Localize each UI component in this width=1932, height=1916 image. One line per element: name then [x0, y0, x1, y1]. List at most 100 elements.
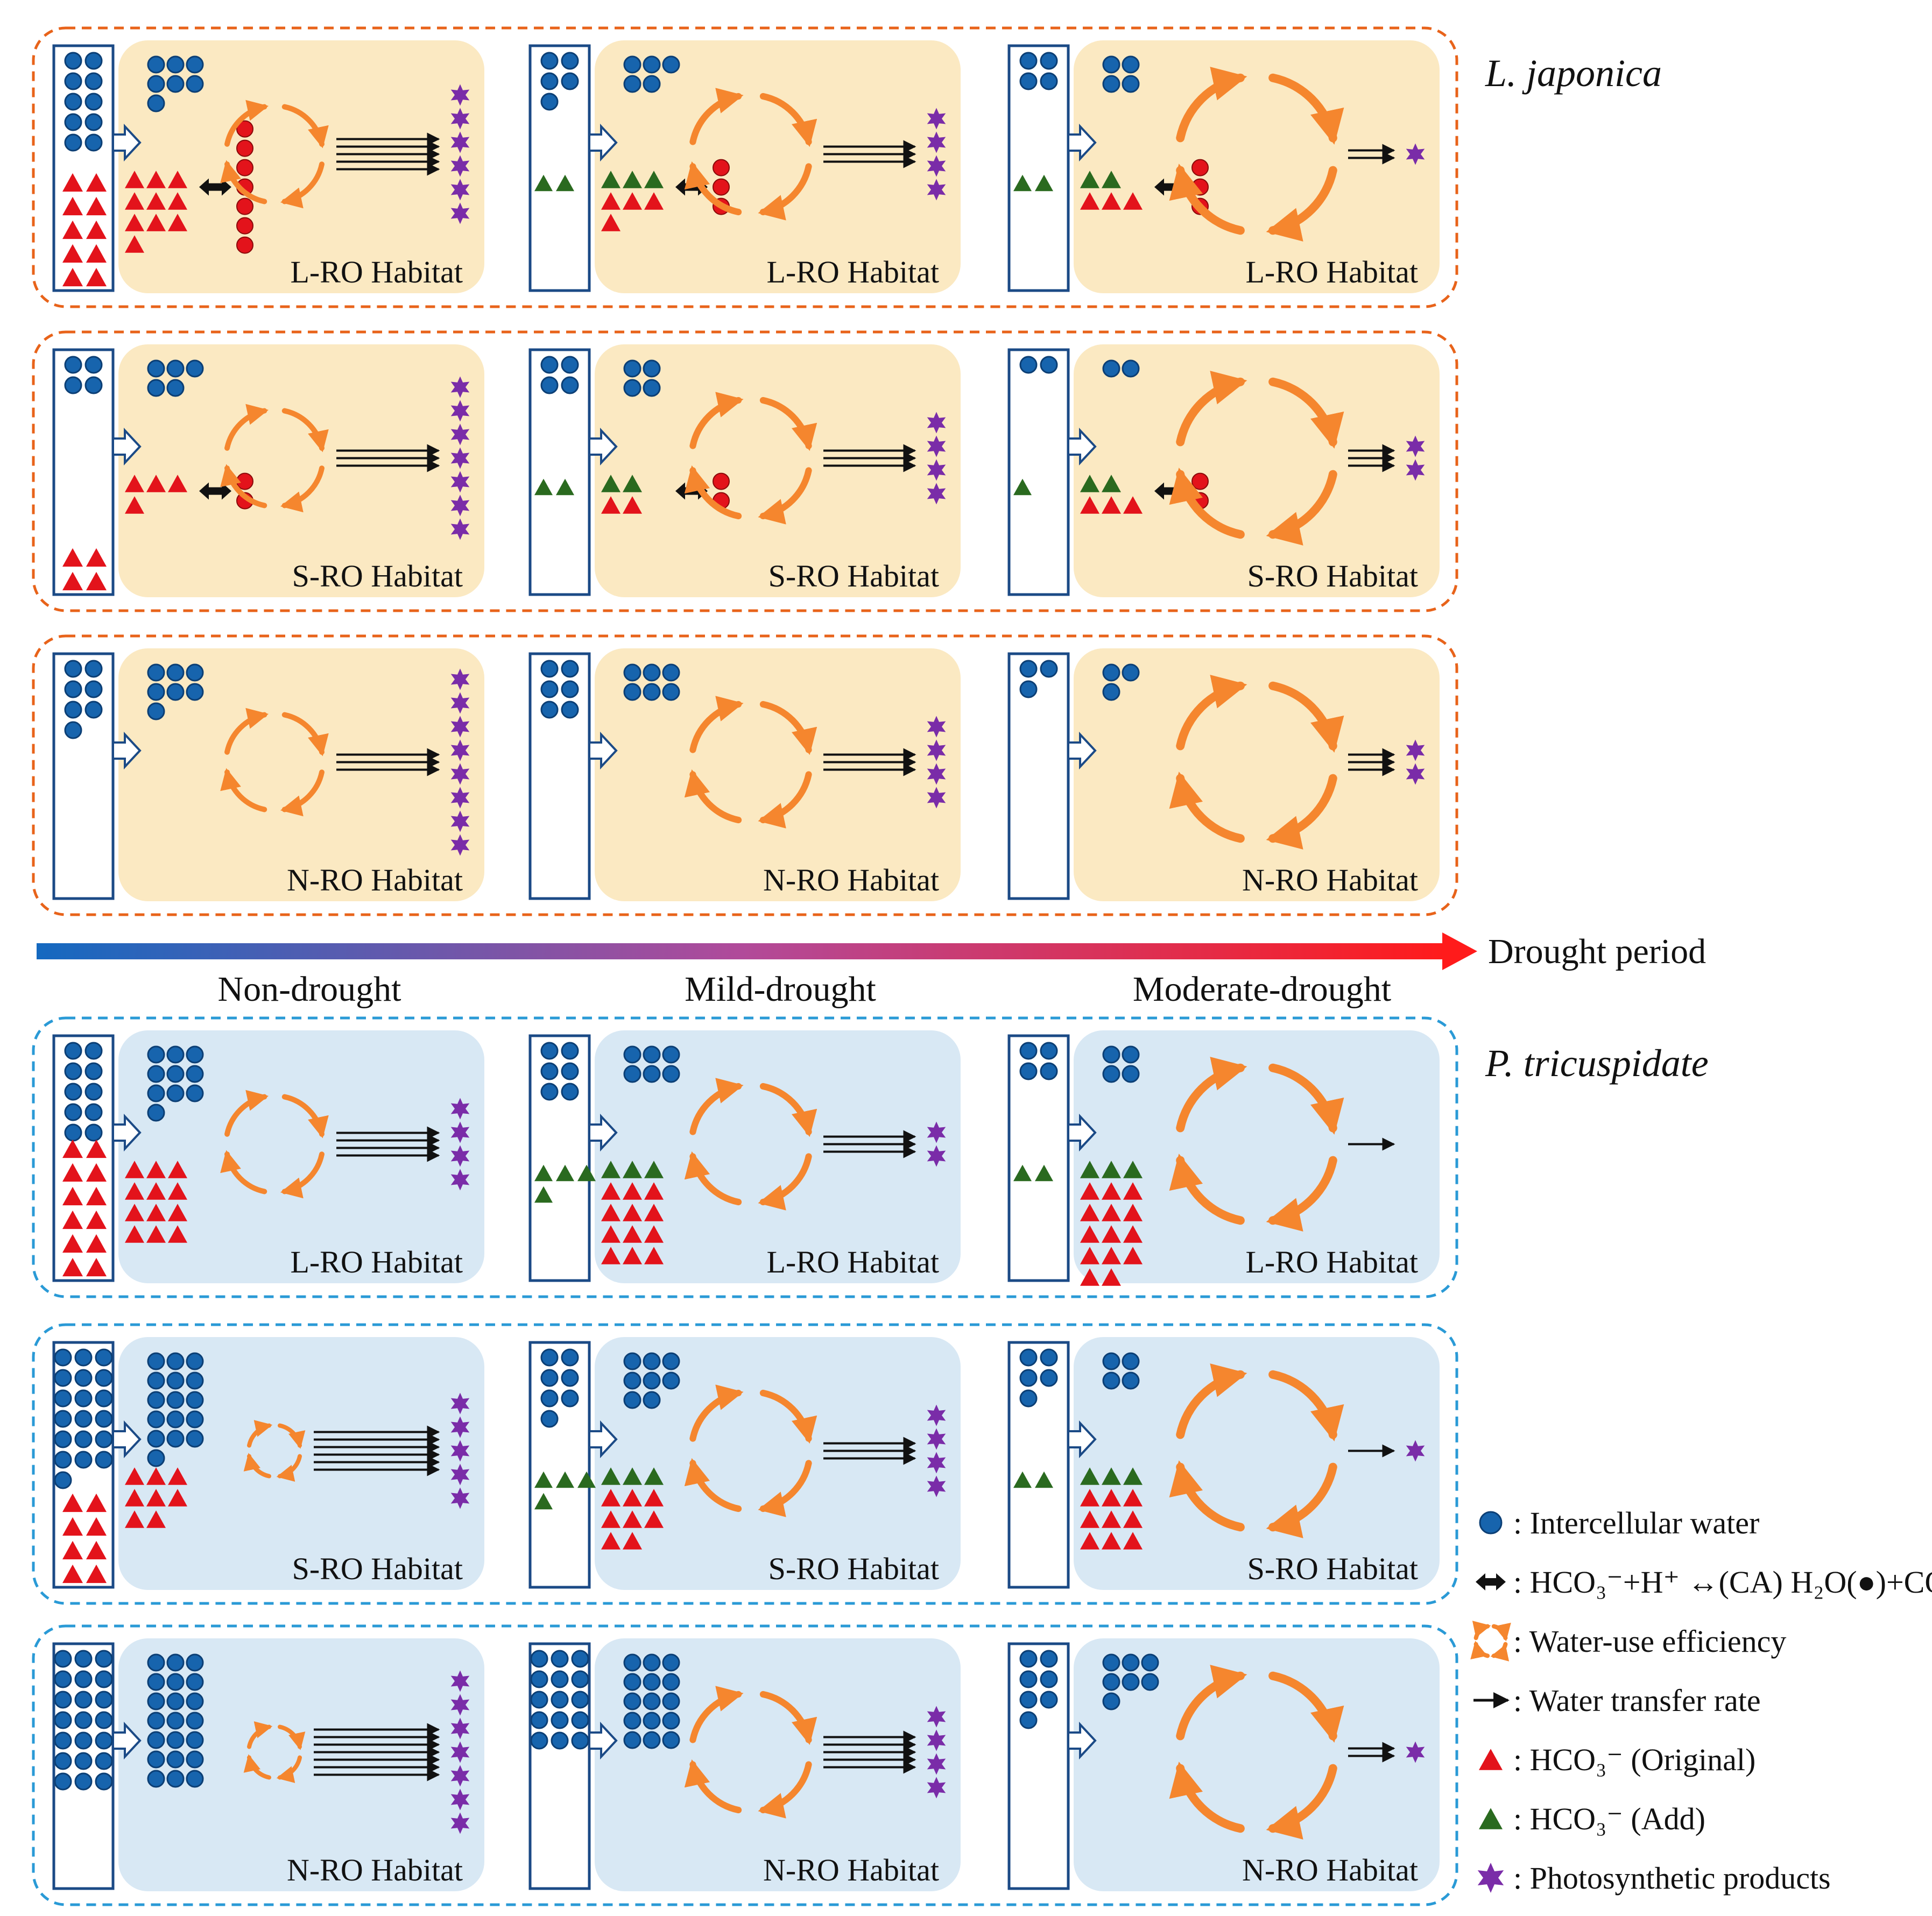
- water-dot: [571, 1691, 589, 1709]
- water-dot: [1102, 1352, 1120, 1370]
- water-dot: [147, 1065, 165, 1083]
- water-dot: [662, 1065, 680, 1083]
- added-triangle: [1035, 1471, 1053, 1488]
- habitat-background: [595, 648, 961, 901]
- water-dot: [74, 1711, 93, 1729]
- water-dot: [64, 133, 82, 152]
- added-triangle: [1102, 475, 1121, 492]
- habitat-label: S-RO Habitat: [768, 1551, 939, 1586]
- added-triangle: [534, 1471, 553, 1488]
- water-dot: [643, 1371, 661, 1390]
- reaction-arrow-icon: [1476, 1573, 1506, 1590]
- water-dot: [1040, 1348, 1058, 1367]
- drought-axis-arrowhead: [1442, 932, 1477, 970]
- water-dot: [1102, 1065, 1120, 1083]
- original-triangle: [62, 196, 83, 216]
- water-dot: [186, 75, 204, 93]
- transfer-arrow: [1067, 1420, 1097, 1459]
- original-triangle: [601, 214, 621, 231]
- habitat-cell: L-RO Habitat: [1007, 40, 1440, 293]
- habitat-label: N-RO Habitat: [1242, 862, 1418, 897]
- product-star: [1406, 1741, 1425, 1763]
- legend-item: : Intercellular water: [1479, 1505, 1759, 1540]
- water-dot: [623, 1673, 641, 1691]
- water-dot: [540, 1083, 559, 1101]
- legend-label: : Water-use efficiency: [1513, 1624, 1786, 1659]
- water-dot: [623, 1712, 641, 1730]
- original-triangle: [146, 1489, 166, 1507]
- added-triangle: [1035, 1164, 1053, 1182]
- water-dot: [561, 52, 579, 70]
- product-water-dot: [713, 159, 730, 176]
- water-dot: [147, 94, 165, 112]
- legend-item: : HCO₃⁻+H⁺ ↔(CA) H₂O(●)+CO₂: [1476, 1565, 1932, 1600]
- water-dot: [186, 359, 204, 378]
- added-triangle-icon: [1479, 1808, 1503, 1829]
- habitat-label: N-RO Habitat: [763, 862, 939, 897]
- water-dot: [540, 93, 559, 111]
- added-triangle: [1013, 1164, 1032, 1182]
- product-water-dot: [713, 178, 730, 196]
- water-dot: [561, 356, 579, 374]
- water-dot: [561, 701, 579, 719]
- habitat-cell: N-RO Habitat: [528, 1638, 961, 1891]
- habitat-group-frame: [32, 26, 1458, 308]
- product-star: [450, 1121, 470, 1143]
- water-dot: [54, 1348, 72, 1367]
- habitat-group-frame: [32, 1016, 1458, 1298]
- original-triangle: [125, 1467, 144, 1485]
- water-dot: [64, 356, 82, 374]
- water-dot: [147, 379, 165, 397]
- water-dot: [1019, 1670, 1038, 1688]
- wue-cycle-icon: [1470, 1621, 1511, 1662]
- original-triangle: [86, 1234, 107, 1253]
- habitat-label: L-RO Habitat: [290, 1245, 463, 1279]
- transfer-arrow: [588, 123, 618, 162]
- transfer-arrow: [112, 1113, 142, 1152]
- product-star: [450, 1416, 470, 1438]
- water-dot: [1019, 1348, 1038, 1367]
- wue-cycle: [1169, 1363, 1344, 1538]
- water-dot: [571, 1711, 589, 1729]
- added-triangle: [534, 1493, 553, 1510]
- product-water-dot: [236, 139, 253, 157]
- water-dot: [643, 1673, 661, 1691]
- original-triangle: [62, 267, 83, 287]
- water-dot: [1102, 55, 1120, 74]
- water-dot: [84, 72, 103, 90]
- product-star: [450, 400, 470, 422]
- water-dot: [623, 379, 641, 397]
- original-triangle: [168, 214, 187, 231]
- water-dot: [95, 1670, 113, 1688]
- habitat-cell: L-RO Habitat: [1007, 1030, 1440, 1286]
- product-star: [450, 1694, 470, 1716]
- water-dot: [1141, 1673, 1159, 1691]
- water-dot: [662, 1653, 680, 1672]
- original-triangle: [601, 496, 621, 514]
- wue-cycle: [684, 696, 817, 829]
- water-dot: [623, 663, 641, 682]
- water-dot: [561, 1348, 579, 1367]
- original-triangle: [623, 1510, 642, 1528]
- product-star: [450, 1670, 470, 1692]
- water-dot: [74, 1451, 93, 1469]
- wue-cycle: [684, 88, 817, 221]
- water-dot: [1102, 1673, 1120, 1691]
- water-dot: [1122, 663, 1140, 682]
- water-dot: [74, 1752, 93, 1770]
- water-dot: [1040, 1670, 1058, 1688]
- product-water-dot: [236, 472, 253, 490]
- original-triangle: [623, 1225, 642, 1243]
- water-dot: [147, 1750, 165, 1769]
- water-dot: [1122, 55, 1140, 74]
- product-star: [450, 518, 470, 540]
- water-dot: [530, 1691, 548, 1709]
- water-dot: [166, 1371, 185, 1390]
- water-dot: [147, 1410, 165, 1429]
- added-triangle: [644, 1161, 664, 1178]
- water-dot: [530, 1650, 548, 1668]
- habitat-cell: N-RO Habitat: [1007, 648, 1440, 901]
- product-water-dot: [1191, 178, 1209, 196]
- water-dot: [54, 1731, 72, 1750]
